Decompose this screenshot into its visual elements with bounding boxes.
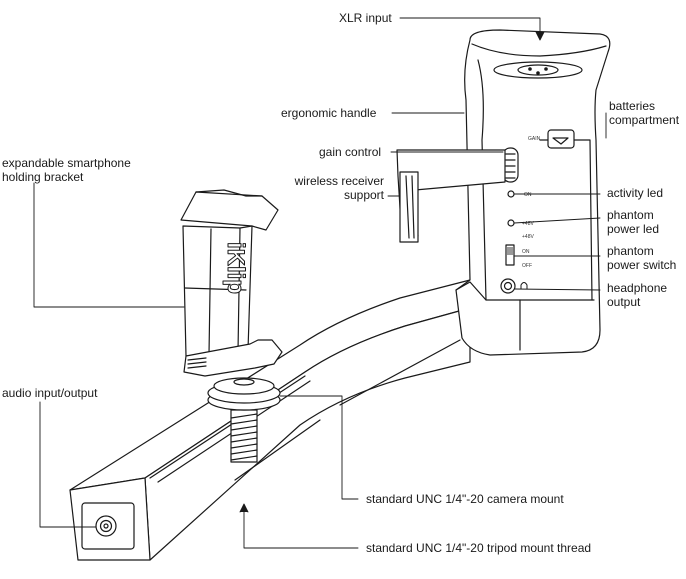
mounting-arm [69, 279, 471, 561]
headphone-jack [500, 278, 516, 294]
brand-mark: iKlip [222, 242, 249, 294]
svg-text:GAIN: GAIN [528, 136, 541, 142]
audio-jack [95, 515, 117, 537]
camera-mount [207, 377, 281, 463]
label-headphone-output: headphone output [607, 281, 668, 309]
label-activity-led: activity led [607, 186, 664, 200]
callout-lines [33, 17, 607, 549]
handle-body: GAIN ON +48V +48V ON OFF [455, 29, 611, 356]
svg-text:+48V: +48V [522, 234, 534, 240]
label-gain-control: gain control [319, 145, 382, 159]
label-wireless-receiver-support: wireless receiver support [294, 174, 384, 202]
label-xlr-input: XLR input [339, 11, 392, 25]
xlr-socket [493, 61, 583, 79]
smartphone-bracket: iKlip [180, 189, 283, 377]
svg-text:OFF: OFF [522, 263, 532, 269]
svg-text:ON: ON [524, 192, 532, 198]
label-phantom-power-switch: phantom power switch [607, 244, 677, 272]
label-audio-input-output: audio input/output [2, 386, 98, 400]
label-smartphone-bracket: expandable smartphone holding bracket [2, 156, 131, 184]
label-tripod-mount-thread: standard UNC 1/4"-20 tripod mount thread [366, 541, 592, 555]
label-camera-mount: standard UNC 1/4"-20 camera mount [366, 492, 564, 506]
svg-text:+48V: +48V [522, 221, 534, 227]
wireless-receiver-support [396, 149, 506, 243]
label-ergonomic-handle: ergonomic handle [281, 106, 377, 120]
svg-text:ON: ON [522, 249, 530, 255]
label-phantom-power-led: phantom power led [607, 208, 660, 236]
label-batteries-compartment: batteries compartment [609, 99, 680, 127]
